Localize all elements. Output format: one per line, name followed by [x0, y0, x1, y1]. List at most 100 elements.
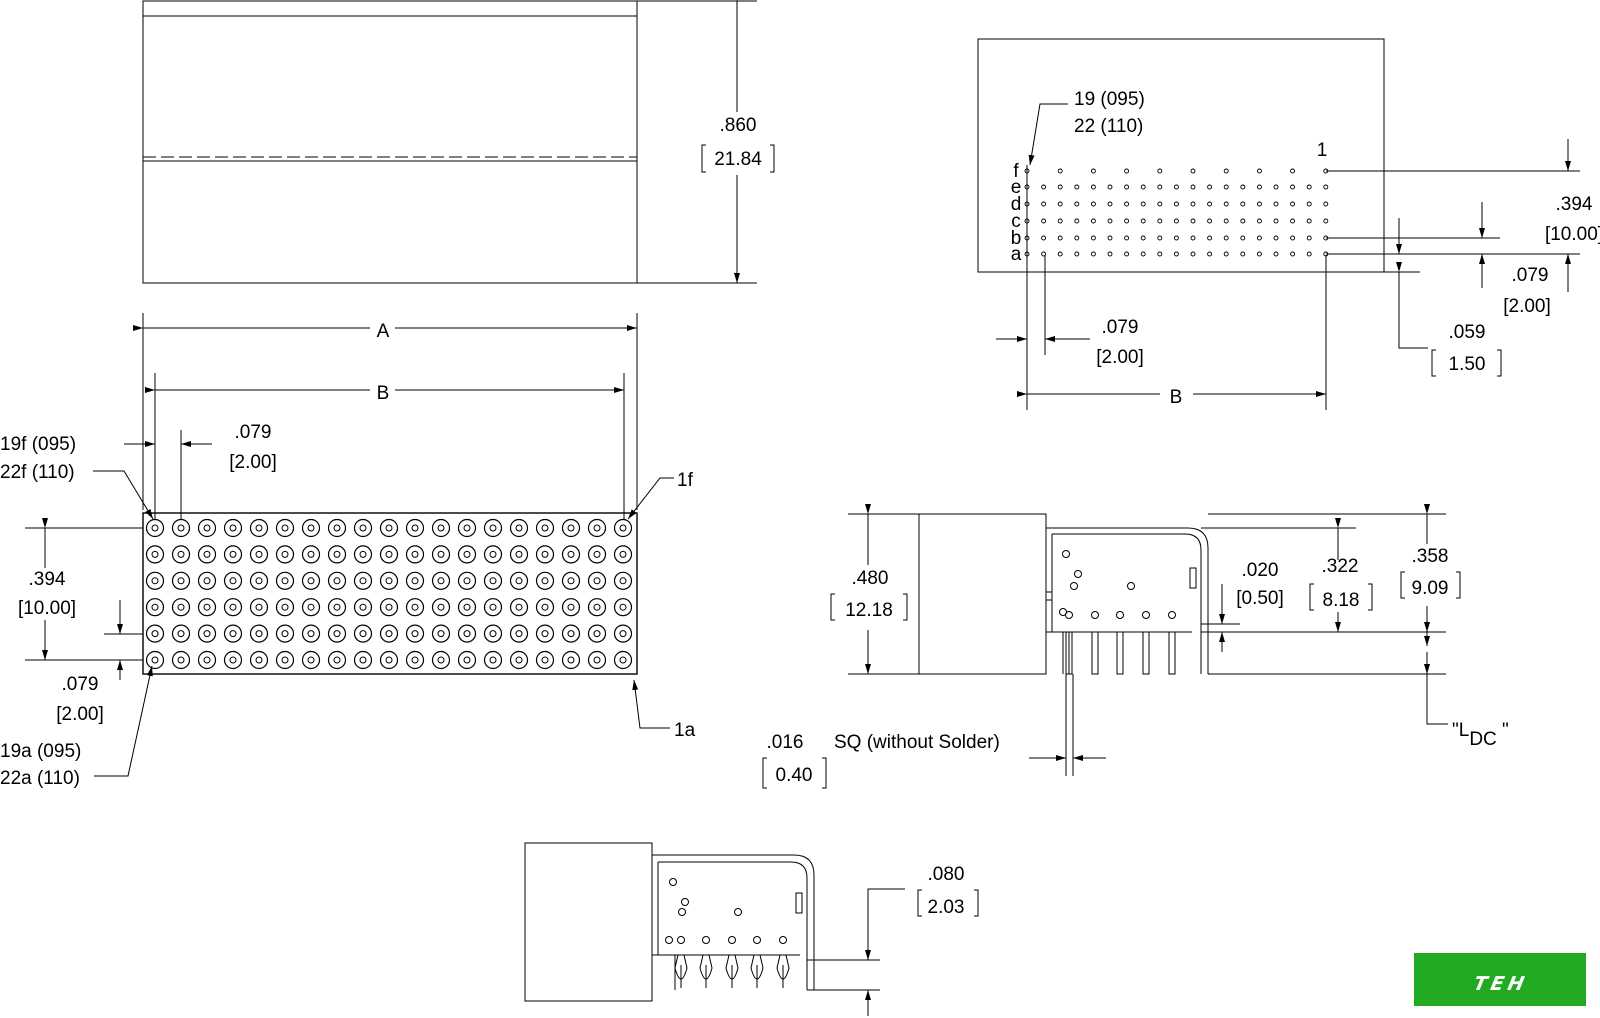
side-standoff-mm: [0.50] [1236, 588, 1284, 609]
pcb-hole [1323, 218, 1329, 224]
top-view-body [142, 0, 638, 284]
pcb-hole [1207, 184, 1213, 190]
pin-socket [379, 518, 399, 538]
pin-socket [509, 545, 529, 564]
pin-socket [275, 598, 295, 617]
front-pitch-mm: [2.00] [229, 452, 277, 473]
pcb-hole [1107, 251, 1113, 257]
pcb-hole [1107, 218, 1113, 224]
pcb-hole [1140, 201, 1146, 207]
pin-socket [613, 571, 633, 590]
pcb-hole [1124, 218, 1130, 224]
bottom-pins [674, 936, 790, 990]
pin-socket [431, 624, 451, 643]
pcb-hole [1124, 184, 1130, 190]
pcb-hole [1207, 251, 1213, 257]
pin-socket [535, 518, 555, 538]
pin-socket [275, 571, 295, 590]
pin-socket [249, 571, 269, 590]
side-pin [1142, 631, 1150, 675]
pin-socket [145, 650, 165, 670]
pcb-rowspan-mm: [10.00] [1545, 224, 1600, 245]
pcb-hole [1223, 251, 1229, 257]
pcb-hole [1256, 184, 1262, 190]
pcb-row-label: b [1011, 228, 1022, 249]
pcb-hole [1256, 201, 1262, 207]
pcb-hole [1090, 168, 1096, 174]
side-standoff-in: .020 [1242, 560, 1279, 581]
pin-socket [405, 598, 425, 617]
pcb-hole [1306, 184, 1312, 190]
pin-socket [483, 518, 503, 538]
pin-socket [145, 624, 165, 643]
pcb-hole [1057, 251, 1063, 257]
pin-socket [431, 598, 451, 617]
pcb-rowspan-in: .394 [1556, 194, 1593, 215]
pcb-hole [1041, 184, 1047, 190]
pcb-callout-19: 19 (095) [1074, 89, 1145, 110]
pcb-row-label: c [1011, 211, 1021, 232]
pin-socket [457, 624, 477, 643]
ldc-subscript: DC [1469, 729, 1496, 750]
pin-socket [223, 571, 243, 590]
pin-socket [249, 650, 269, 670]
pcb-hole [1090, 184, 1096, 190]
pin-socket [431, 518, 451, 538]
front-view: A B .079 [2.00] .394 [10.00] .079 [2.00]… [0, 313, 696, 789]
pcb-hole [1157, 251, 1163, 257]
pin-socket [613, 518, 633, 538]
pin-socket [171, 624, 191, 643]
pcb-row-label: e [1011, 177, 1022, 198]
pin-socket [379, 624, 399, 643]
side-total-in: .358 [1412, 546, 1449, 567]
pcb-hole [1041, 235, 1047, 241]
pin-socket [327, 571, 347, 590]
pin-socket [561, 545, 581, 564]
pin-socket [457, 545, 477, 564]
pin-socket [249, 624, 269, 643]
pcb-hole [1140, 184, 1146, 190]
callout-19a: 19a (095) [0, 741, 81, 762]
pin-socket [379, 571, 399, 590]
pcb-layout-body [977, 38, 1385, 273]
pcb-hole [1323, 201, 1329, 207]
pcb-hole [1306, 201, 1312, 207]
pcb-hole [1140, 218, 1146, 224]
pin-socket [431, 650, 451, 670]
pin-socket [509, 571, 529, 590]
pcb-hole [1157, 201, 1163, 207]
pcb-hole [1240, 235, 1246, 241]
pcb-hole [1223, 201, 1229, 207]
pcb-row-label: d [1011, 194, 1022, 215]
svg-text:"LDC ": "LDC " [1452, 720, 1509, 750]
pcb-hole [1207, 218, 1213, 224]
pin-socket [223, 650, 243, 670]
callout-1a: 1a [674, 720, 696, 741]
pcb-hole [1290, 201, 1296, 207]
pin-socket [301, 624, 321, 643]
pin-socket [613, 624, 633, 643]
pin-socket [275, 545, 295, 564]
pcb-hole [1090, 201, 1096, 207]
side-total-mm: 9.09 [1412, 578, 1449, 599]
pcb-hole [1290, 235, 1296, 241]
pin-socket [483, 571, 503, 590]
pin-socket [327, 518, 347, 538]
pin-socket [275, 518, 295, 538]
pin-socket [405, 624, 425, 643]
pin-socket [587, 598, 607, 617]
side-pin [1091, 631, 1099, 675]
pin-socket [457, 518, 477, 538]
pin-socket [301, 598, 321, 617]
pin-socket [249, 518, 269, 538]
pcb-hole [1190, 251, 1196, 257]
pin-socket [483, 624, 503, 643]
pin-socket [483, 545, 503, 564]
pin-size-note: SQ (without Solder) [834, 732, 1000, 753]
pcb-hole [1074, 218, 1080, 224]
solder-pin [699, 954, 713, 980]
pcb-hole [1057, 235, 1063, 241]
pcb-hole [1057, 168, 1063, 174]
pcb-hole [1057, 218, 1063, 224]
pin-socket [327, 545, 347, 564]
